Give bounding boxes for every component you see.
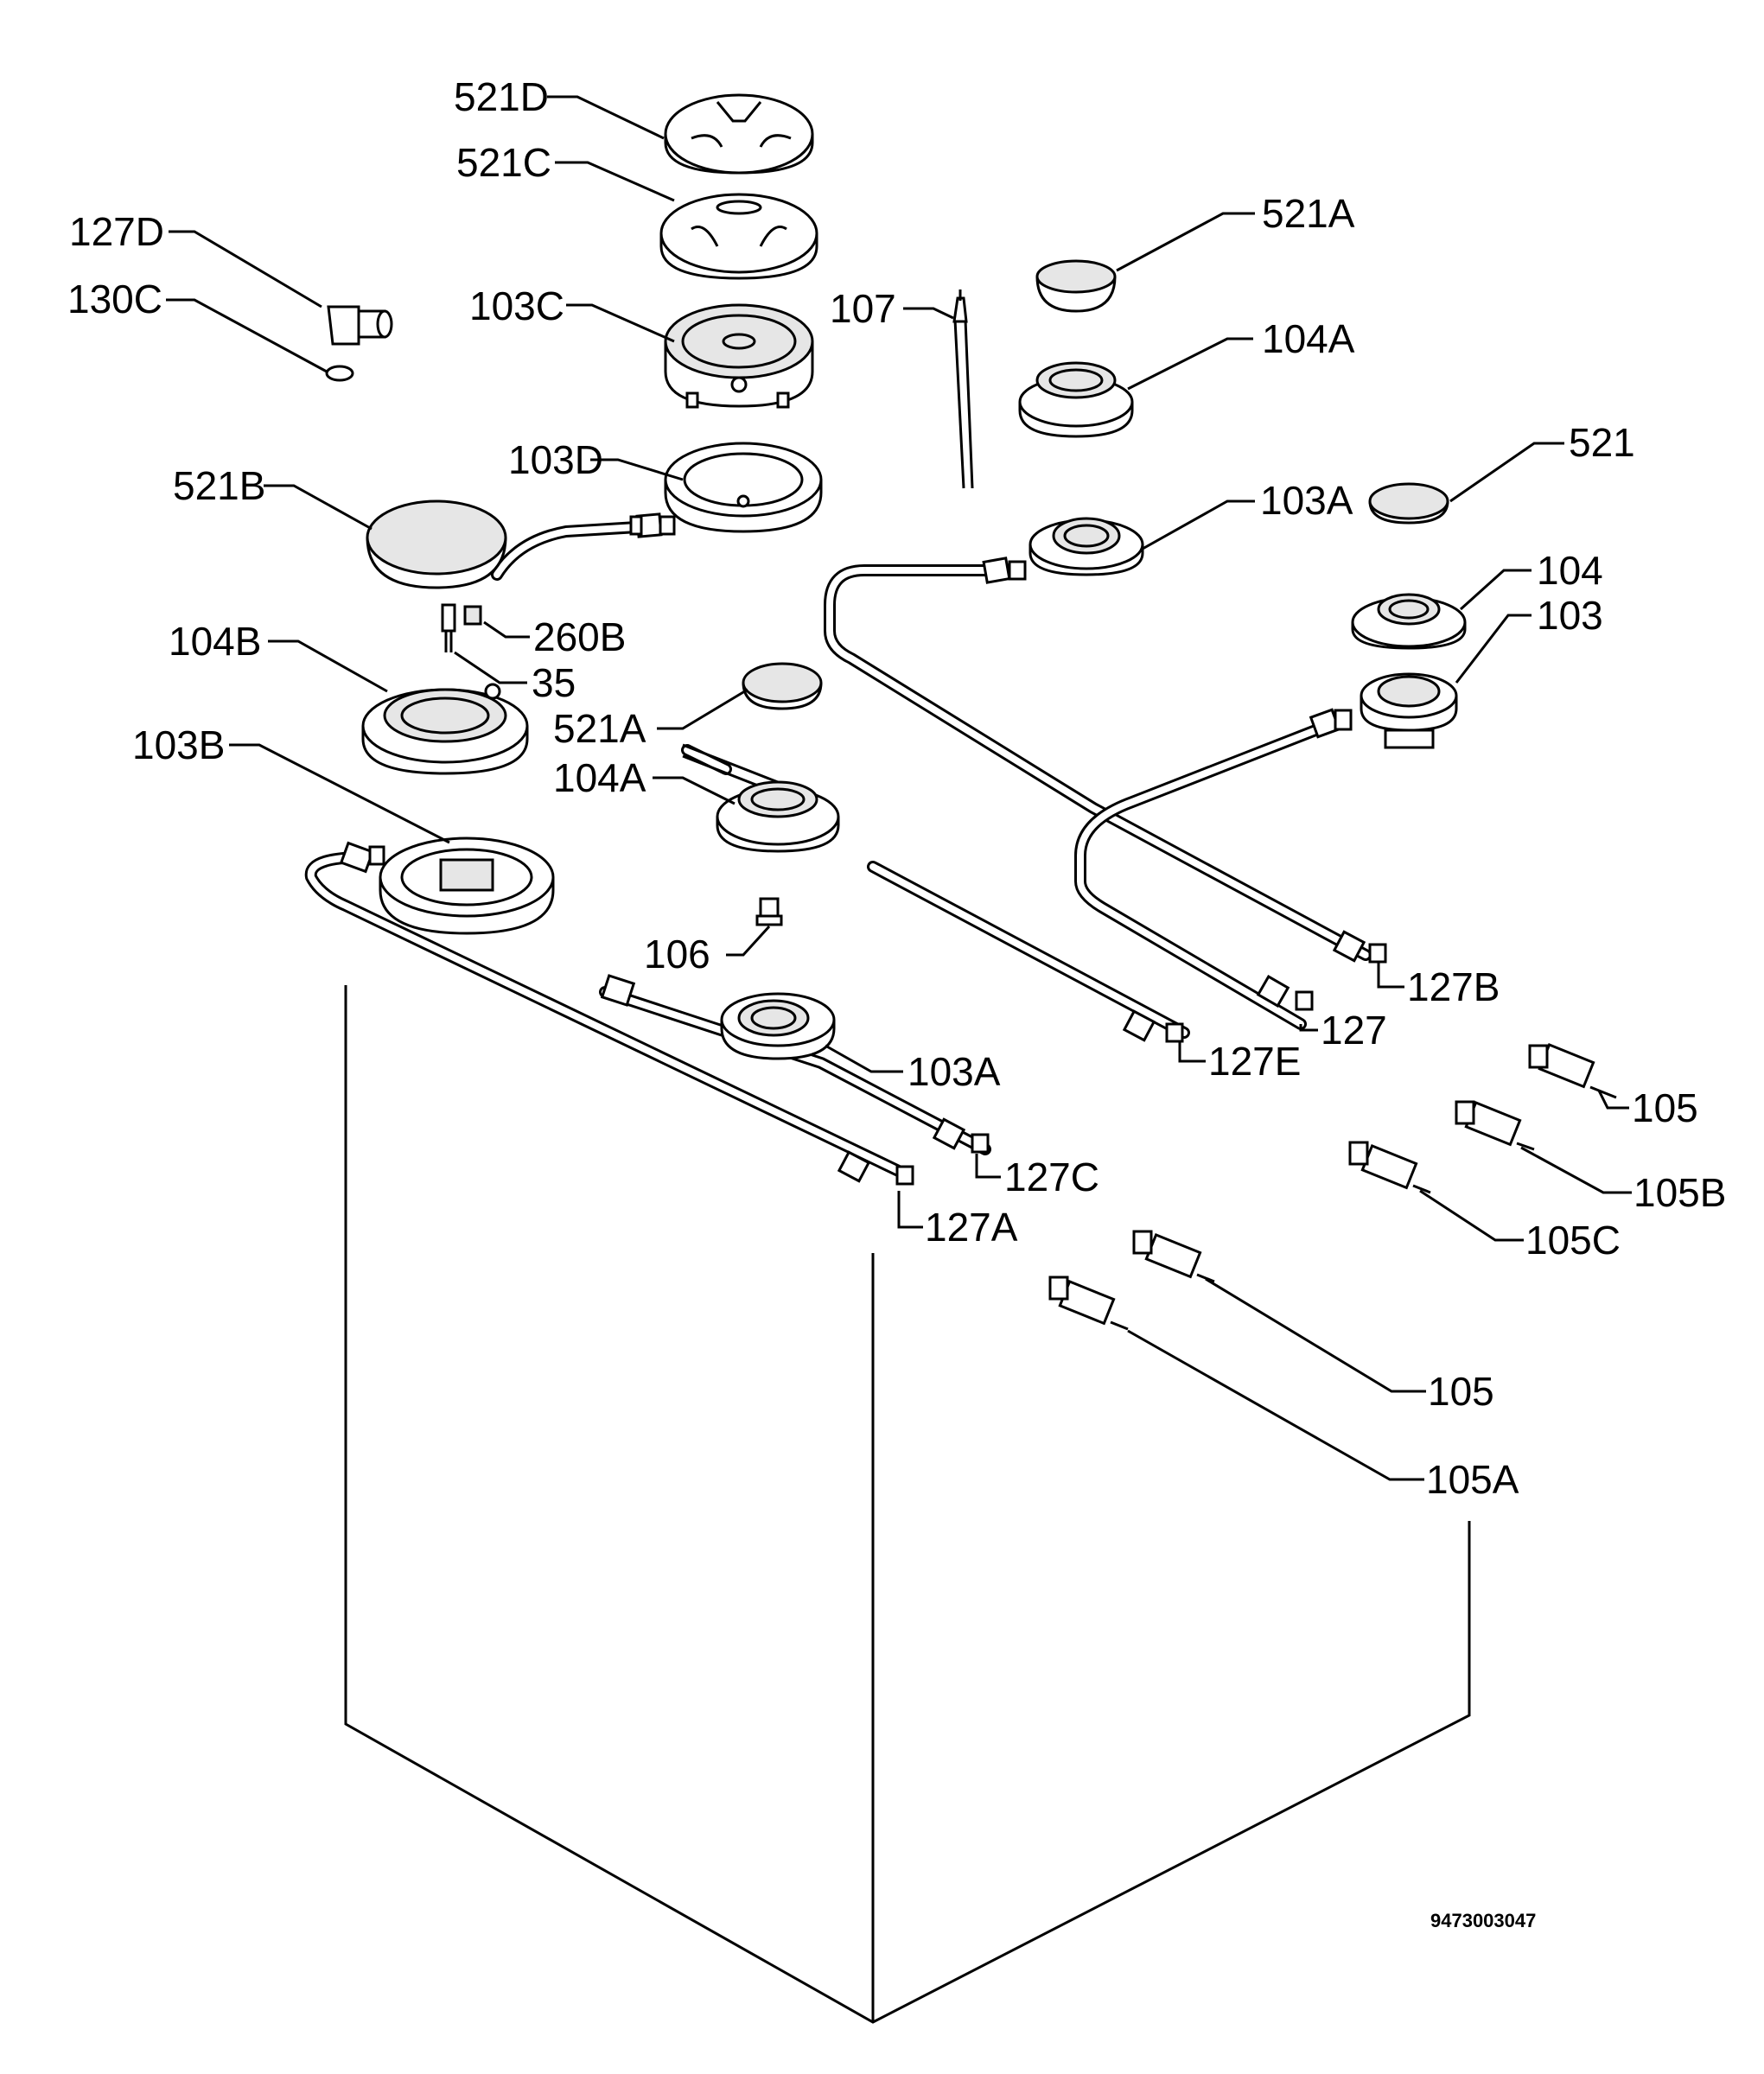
label-107: 107 (830, 286, 896, 331)
burner-cap-521 (1368, 482, 1449, 525)
label-127a: 127A (925, 1205, 1018, 1250)
label-127: 127 (1321, 1008, 1387, 1053)
label-260b: 260B (533, 614, 626, 659)
gas-taps (1048, 1043, 1617, 1331)
label-127e: 127E (1208, 1039, 1301, 1084)
label-105c: 105C (1525, 1218, 1621, 1263)
gas-tap-105c (1348, 1141, 1431, 1194)
label-103: 103 (1537, 593, 1603, 638)
burner-cap-521d (664, 93, 814, 175)
label-127c: 127C (1004, 1155, 1099, 1199)
cabinet-outline (344, 985, 1471, 2024)
label-35: 35 (532, 660, 576, 705)
label-105a: 105A (1426, 1457, 1519, 1502)
burner-crown-104b (361, 683, 529, 775)
label-521a-mid: 521A (553, 706, 646, 751)
label-103b: 103B (132, 722, 225, 767)
part-labels: 521D 521C 127D 130C 103C 107 521A 104A 5… (67, 74, 1726, 1502)
label-521c: 521C (456, 140, 551, 185)
label-521d: 521D (454, 74, 549, 119)
burner-cap-521a-top (1035, 259, 1117, 313)
burner-base-103d (664, 442, 823, 533)
burner-crown-104 (1351, 593, 1467, 650)
label-103a-right: 103A (1260, 478, 1353, 523)
burner-base-103b (379, 837, 555, 935)
label-103d: 103D (508, 437, 603, 482)
label-104b: 104B (169, 619, 261, 664)
label-521: 521 (1569, 420, 1635, 465)
label-127d: 127D (69, 209, 164, 254)
gas-tap-105-top (1528, 1043, 1617, 1099)
thermocouple-107 (952, 289, 974, 489)
label-106: 106 (644, 932, 710, 977)
burner-cap-521c (659, 193, 818, 280)
reference-number: 9473003047 (1430, 1910, 1536, 1931)
label-130c: 130C (67, 277, 162, 321)
label-104: 104 (1537, 548, 1603, 593)
label-127b: 127B (1407, 964, 1500, 1009)
burner-parts (325, 93, 1467, 1060)
label-105-low: 105 (1428, 1369, 1494, 1414)
gas-tap-105a (1048, 1276, 1129, 1331)
burner-cap-521a-mid (682, 662, 823, 795)
label-104a-mid: 104A (553, 755, 646, 800)
burner-crown-104a-mid (716, 780, 840, 853)
label-104a-top: 104A (1262, 316, 1355, 361)
burner-base-103 (1360, 672, 1458, 749)
burner-base-103a-right (1028, 517, 1144, 576)
elbow-127d (327, 305, 393, 346)
burner-crown-104a-top (1018, 361, 1134, 438)
label-103c: 103C (469, 283, 564, 328)
label-521a-top: 521A (1262, 191, 1355, 236)
injector-106 (755, 897, 783, 926)
washer-130c (325, 365, 354, 382)
igniter-35 (441, 603, 456, 652)
gas-tap-105-low (1132, 1230, 1215, 1283)
label-521b: 521B (173, 463, 265, 508)
label-105-top: 105 (1632, 1085, 1698, 1130)
burner-crown-103c (664, 303, 814, 409)
clip-260b (463, 605, 482, 626)
leader-lines (166, 95, 1632, 1481)
gas-tap-105b (1455, 1100, 1535, 1151)
burner-cap-521b (366, 499, 507, 589)
burner-base-103a-low (720, 992, 836, 1060)
label-105b: 105B (1633, 1170, 1726, 1215)
label-103a-low: 103A (907, 1049, 1001, 1094)
